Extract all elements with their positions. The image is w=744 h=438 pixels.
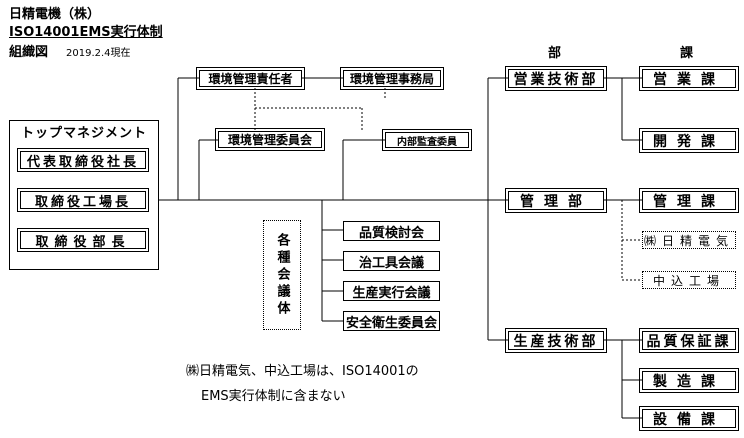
note-line-1: ㈱日精電気、中込工場は、ISO14001の — [186, 364, 419, 379]
external-nakagomi-factory: 中込工場 — [642, 271, 736, 289]
section-column-header: 課 — [680, 46, 694, 61]
director-box: 取締役部長 — [17, 228, 149, 252]
top-management-title: トップマネジメント — [20, 126, 147, 141]
meetings-label-box: 各種会議体 — [263, 220, 301, 330]
division-sales-engineering: 営業技術部 — [505, 66, 607, 91]
chart-date: 2019.2.4現在 — [66, 48, 131, 59]
system-title: ISO14001EMS実行体制 — [9, 25, 163, 40]
chart-title: 組織図 — [9, 45, 49, 60]
note-line-2: EMS実行体制に含まない — [201, 389, 346, 404]
meetings-label: 各種会議体 — [274, 232, 290, 318]
meeting-production: 生産実行会議 — [343, 281, 440, 301]
section-administration: 管理課 — [639, 188, 739, 213]
division-administration: 管理部 — [505, 188, 607, 213]
external-nisshin-denki: ㈱日精電気 — [642, 231, 736, 249]
meeting-quality: 品質検討会 — [343, 221, 440, 241]
company-name: 日精電機（株） — [9, 7, 101, 22]
internal-auditor-box: 内部監査委員 — [382, 129, 472, 151]
section-equipment: 設備課 — [639, 406, 739, 431]
section-sales: 営業課 — [639, 66, 739, 91]
meeting-safety: 安全衛生委員会 — [343, 311, 440, 331]
meeting-tooling: 治工具会議 — [343, 251, 440, 271]
section-manufacturing: 製造課 — [639, 368, 739, 393]
division-production-engineering: 生産技術部 — [505, 328, 607, 353]
section-development: 開発課 — [639, 128, 739, 153]
section-quality-assurance: 品質保証課 — [639, 328, 739, 353]
division-column-header: 部 — [548, 46, 562, 61]
president-box: 代表取締役社長 — [17, 148, 149, 172]
env-committee-box: 環境管理委員会 — [215, 128, 325, 151]
top-management-group: トップマネジメント 代表取締役社長 取締役工場長 取締役部長 — [9, 120, 159, 270]
factory-director-box: 取締役工場長 — [17, 188, 149, 212]
env-office-box: 環境管理事務局 — [340, 67, 444, 90]
env-manager-box: 環境管理責任者 — [196, 67, 305, 90]
